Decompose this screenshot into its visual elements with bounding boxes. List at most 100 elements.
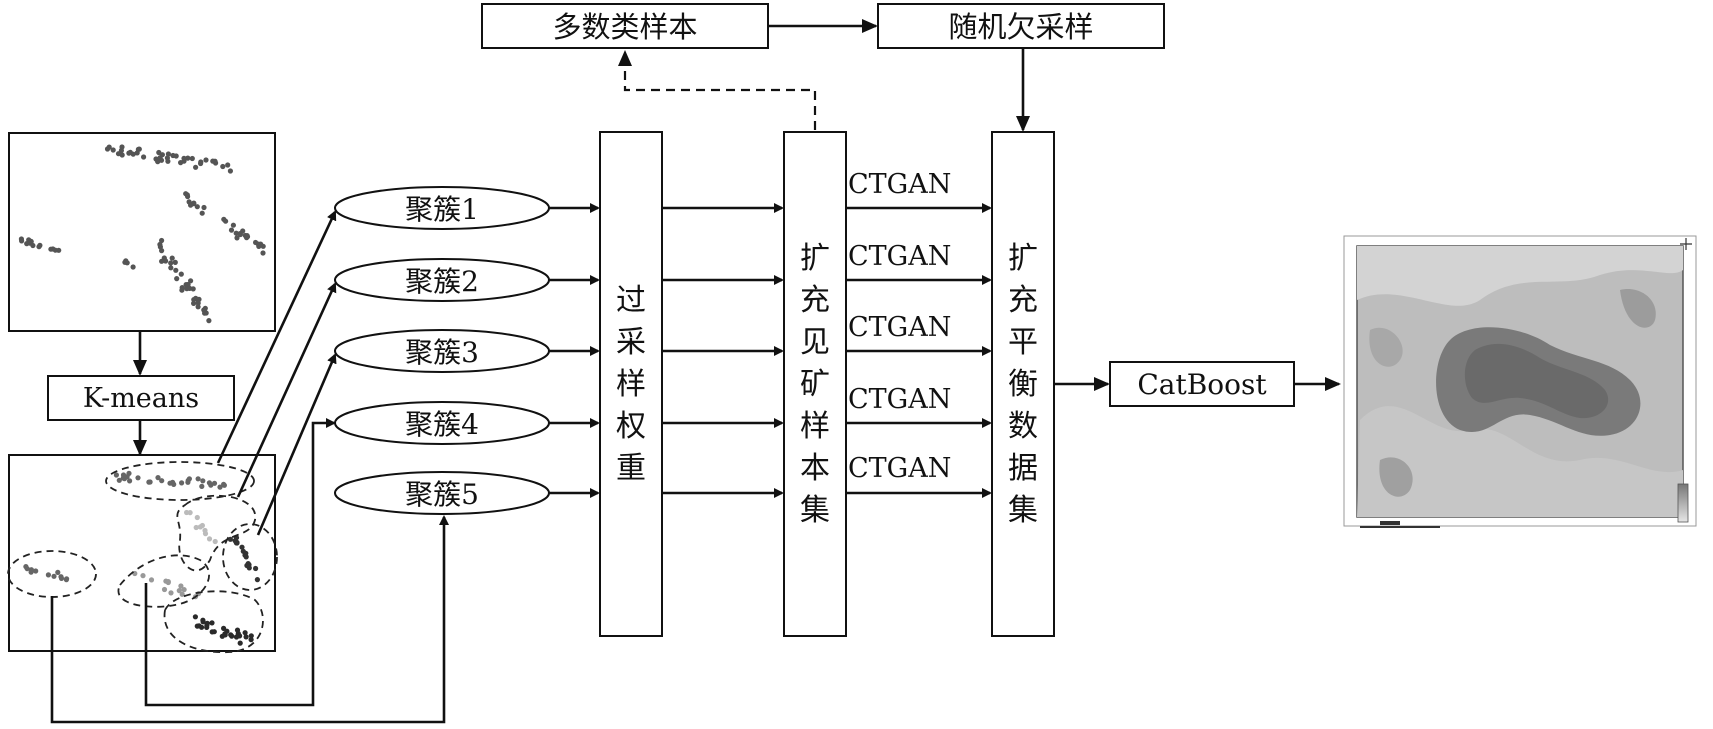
sample-point	[181, 587, 187, 593]
sample-point	[192, 614, 198, 620]
sample-point	[176, 588, 182, 594]
sample-point	[110, 147, 116, 153]
sample-point	[45, 572, 52, 578]
sample-point	[197, 524, 203, 530]
sample-point	[116, 477, 122, 483]
arrow-to-cluster-3	[256, 353, 337, 536]
sample-point	[195, 304, 201, 310]
sample-point	[224, 628, 230, 634]
sample-point	[170, 152, 176, 159]
sample-point	[188, 202, 194, 208]
sample-point	[136, 146, 142, 152]
sample-point	[48, 246, 54, 252]
sample-point	[24, 241, 30, 247]
sample-point	[185, 155, 191, 161]
sample-point	[193, 164, 199, 170]
cluster-label-3: 聚簇3	[405, 336, 479, 369]
sample-point	[210, 158, 216, 164]
arrow-to-cluster-2	[236, 282, 337, 498]
sample-point	[165, 151, 171, 157]
cluster-to-weights-arrows	[549, 203, 600, 498]
sample-point	[199, 483, 205, 489]
sample-point	[198, 160, 204, 167]
sample-point	[230, 222, 236, 228]
sample-point	[253, 565, 259, 572]
clustered-sample-points	[23, 470, 260, 646]
cluster-outline-4b	[163, 590, 264, 654]
sample-point	[202, 527, 208, 534]
random-undersampling-box	[877, 3, 1165, 49]
cluster-outline-4	[117, 554, 210, 608]
expanded-mineral-samples-column	[783, 131, 847, 637]
sample-point	[228, 227, 235, 233]
sample-point	[227, 536, 233, 542]
sample-point	[185, 281, 191, 288]
sample-point	[104, 146, 111, 152]
sample-point	[157, 241, 163, 248]
expanded-balanced-data-label: 扩充平衡数据集	[1008, 241, 1038, 528]
sample-point	[243, 554, 249, 560]
prediction-map	[1343, 235, 1697, 528]
sample-point	[179, 480, 185, 486]
sample-point	[258, 241, 264, 247]
sample-point	[36, 244, 42, 250]
sample-point	[113, 472, 119, 478]
sample-point	[127, 478, 133, 484]
sample-point	[253, 239, 259, 246]
sample-point	[220, 163, 226, 170]
sample-point	[225, 162, 231, 168]
sample-point	[193, 524, 199, 531]
sample-point	[193, 295, 199, 301]
sample-point	[159, 248, 165, 254]
sample-point	[123, 258, 129, 264]
cluster-label-2: 聚簇2	[405, 265, 479, 298]
sample-point	[194, 514, 200, 521]
sample-point	[51, 573, 57, 579]
sample-point	[209, 620, 215, 626]
sample-point	[203, 157, 209, 163]
sample-point	[30, 242, 36, 249]
sample-point	[167, 480, 173, 486]
sample-point	[181, 155, 187, 161]
oversampling-weights-label: 过采样权重	[616, 283, 646, 486]
sample-point	[119, 152, 125, 158]
sample-point	[200, 478, 206, 484]
sample-point	[195, 300, 201, 306]
ctgan-arrows	[846, 203, 992, 498]
sample-point	[126, 470, 132, 476]
sample-point	[140, 573, 146, 579]
ctgan-labels: CTGAN CTGAN CTGAN CTGAN CTGAN	[848, 169, 951, 484]
sample-point	[239, 544, 245, 550]
sample-point	[227, 168, 233, 174]
arrow-to-cluster-4	[144, 418, 336, 707]
sample-point	[199, 624, 205, 630]
sample-point	[242, 630, 248, 636]
sample-point	[52, 247, 59, 253]
sample-point	[18, 236, 24, 242]
sample-point	[244, 234, 250, 240]
sample-point	[194, 204, 200, 210]
sample-point	[174, 276, 180, 282]
sample-point	[221, 481, 227, 487]
sample-point	[189, 155, 195, 162]
sample-point	[191, 300, 197, 306]
kmeans-label: K-means	[83, 383, 199, 414]
sample-point	[141, 154, 147, 160]
sample-point	[217, 484, 223, 490]
kmeans-box	[47, 375, 235, 421]
sample-point	[178, 583, 184, 589]
arrow-to-cluster-1	[216, 210, 337, 464]
ctgan-label-3: CTGAN	[848, 312, 951, 343]
sample-point	[184, 286, 190, 292]
sample-point	[184, 192, 190, 198]
weights-to-expanded-arrows	[662, 203, 784, 498]
sample-point	[164, 155, 170, 161]
sample-point	[184, 509, 190, 516]
sample-point	[172, 259, 178, 265]
sample-point	[195, 476, 201, 482]
sample-point	[201, 204, 207, 211]
sample-point	[179, 285, 185, 291]
sample-point	[163, 258, 169, 264]
sample-point	[33, 568, 39, 574]
dashed-arrow-to-majority	[618, 50, 817, 130]
